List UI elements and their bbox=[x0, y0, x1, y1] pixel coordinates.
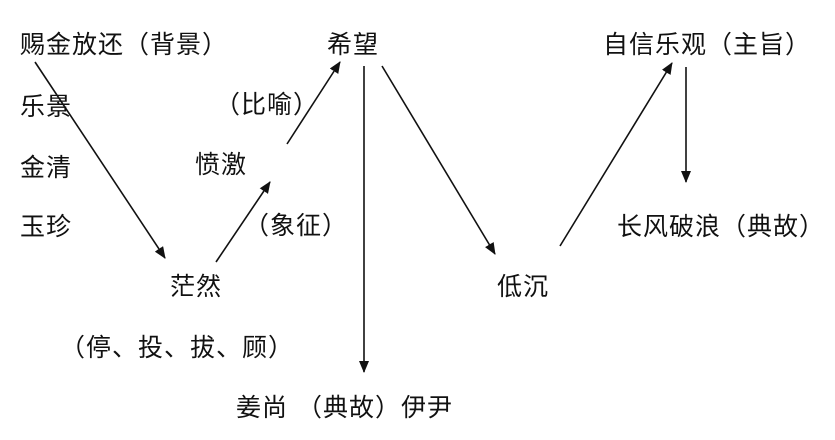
background-item-lejing: 乐景 bbox=[20, 92, 73, 121]
arrow-xiwang-to-dichen bbox=[381, 65, 496, 255]
arrow-fenji-to-xiwang bbox=[286, 61, 341, 145]
symbol-label: （象征） bbox=[244, 211, 349, 240]
node-fenji: 愤激 bbox=[195, 150, 248, 179]
node-zixin-theme: 自信乐观（主旨） bbox=[603, 30, 812, 59]
arrow-mangran-to-fenji bbox=[215, 181, 271, 263]
allusion-jiangshang-yiyin: 姜尚 （典故）伊尹 bbox=[236, 393, 453, 422]
node-mangran: 茫然 bbox=[170, 272, 223, 301]
node-dichen: 低沉 bbox=[497, 272, 550, 301]
background-label: 赐金放还（背景） bbox=[20, 30, 229, 59]
arrow-background-to-mangran bbox=[34, 61, 166, 259]
background-item-yuzhen: 玉珍 bbox=[20, 212, 73, 241]
metaphor-label: （比喻） bbox=[215, 90, 320, 119]
allusion-changfeng: 长风破浪（典故） bbox=[617, 212, 826, 241]
actions-label: （停、投、拔、顾） bbox=[60, 333, 295, 362]
background-item-jinqing: 金清 bbox=[20, 153, 73, 182]
arrow-dichen-to-zixin bbox=[559, 62, 673, 247]
node-xiwang: 希望 bbox=[327, 30, 380, 59]
